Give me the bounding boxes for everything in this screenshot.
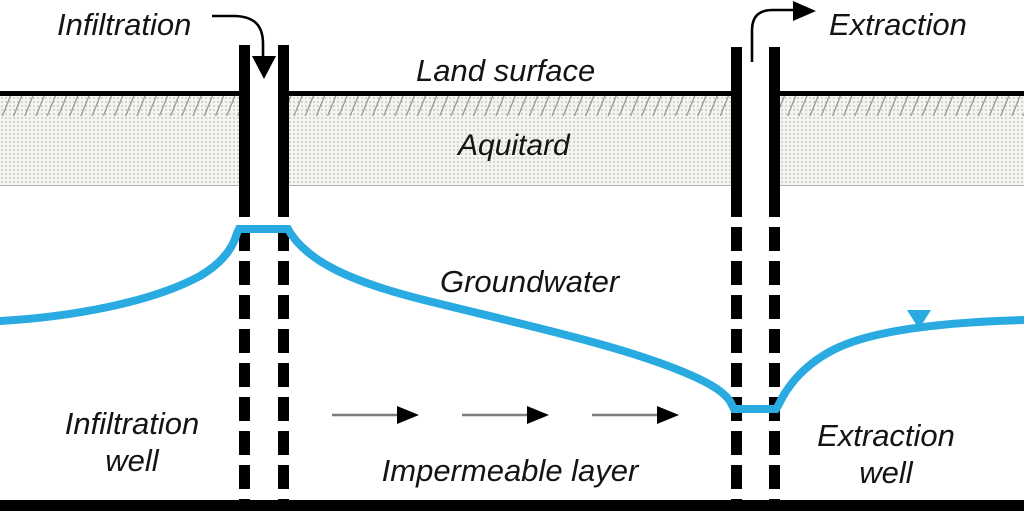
land-surface-line xyxy=(0,91,1024,96)
infiltration-well-screen-left xyxy=(239,227,250,500)
water-table-marker-icon xyxy=(907,310,931,329)
aquitard-layer xyxy=(0,96,1024,186)
infiltration-well-label: Infiltration well xyxy=(32,405,232,479)
aquitard-label: Aquitard xyxy=(458,129,570,162)
infiltration-well-label-line1: Infiltration xyxy=(64,406,200,441)
land-surface-label: Land surface xyxy=(416,53,596,88)
extraction-well-screen-left xyxy=(731,227,742,500)
extraction-arrow-icon xyxy=(750,1,816,62)
infiltration-label: Infiltration xyxy=(57,7,192,42)
extraction-label: Extraction xyxy=(829,7,967,42)
extraction-well-casing-left xyxy=(731,47,742,217)
infiltration-well-casing-left xyxy=(239,45,250,217)
impermeable-layer-label: Impermeable layer xyxy=(381,453,639,488)
infiltration-well-label-line2: well xyxy=(105,443,159,478)
infiltration-well-screen-right xyxy=(278,227,289,500)
groundwater-curve xyxy=(0,225,1024,413)
infiltration-well-bore xyxy=(250,88,278,218)
flow-arrow-icon xyxy=(332,406,419,424)
extraction-well-label-line1: Extraction xyxy=(817,418,955,453)
extraction-well-label-line2: well xyxy=(859,455,913,490)
flow-arrow-icon xyxy=(462,406,549,424)
extraction-well-screen-right xyxy=(769,227,780,500)
extraction-well-casing-right xyxy=(769,47,780,217)
groundwater-label: Groundwater xyxy=(440,264,620,299)
infiltration-well-casing-right xyxy=(278,45,289,217)
extraction-well-bore xyxy=(742,88,769,218)
extraction-well-label: Extraction well xyxy=(786,417,986,491)
flow-arrow-icon xyxy=(592,406,679,424)
impermeable-layer-line xyxy=(0,500,1024,511)
infiltration-arrow-icon xyxy=(212,14,276,79)
